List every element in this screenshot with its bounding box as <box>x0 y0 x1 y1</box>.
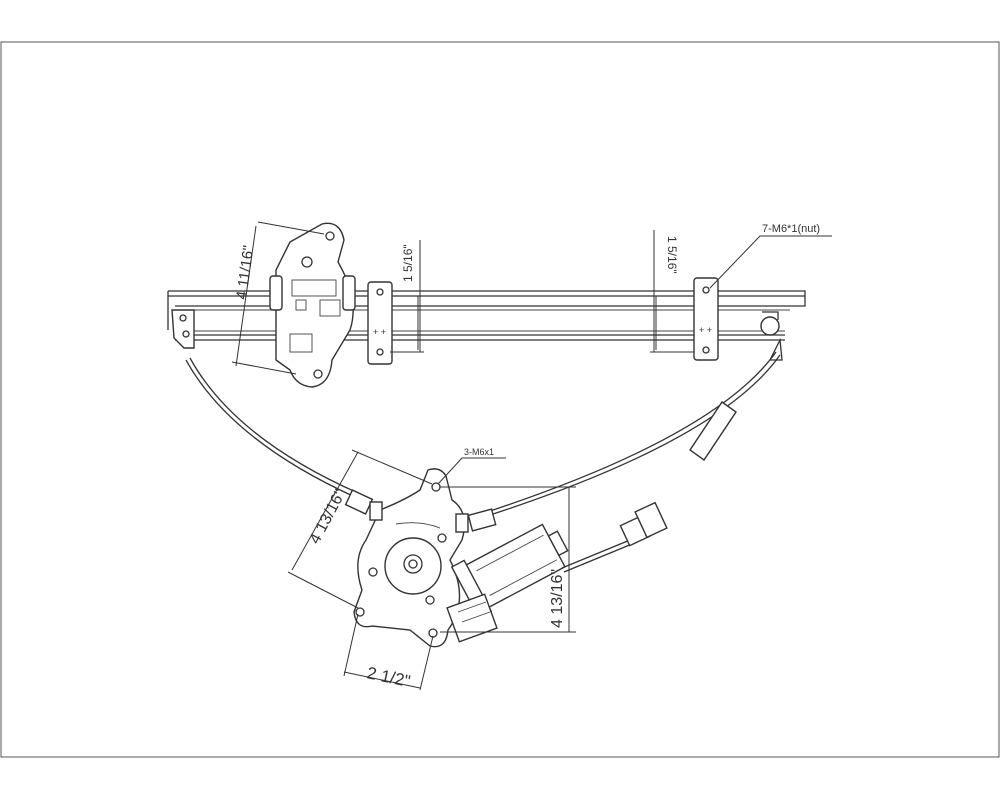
rail-clip-left: + + <box>367 281 393 365</box>
callout-motor-bolts: 3-M6x1 <box>437 447 506 485</box>
motor-gearbox <box>446 593 498 643</box>
rail-offset-right-label: 1 5/16" <box>665 236 679 274</box>
regulator-height-left-label: 4 13/16" <box>307 487 350 547</box>
regulator-width-label: 2 1/2" <box>365 663 412 691</box>
cable-drum <box>368 533 447 605</box>
cable-spring-left <box>344 489 383 521</box>
electrical-connector <box>561 501 668 573</box>
rail-nuts-callout: 7-M6*1(nut) <box>762 223 820 235</box>
motor-bolts-callout: 3-M6x1 <box>464 447 494 457</box>
right-pulley <box>760 311 783 361</box>
callout-rail-nuts: 7-M6*1(nut) <box>709 223 832 289</box>
dimension-rail-offset-left: 1 5/16" <box>390 240 424 353</box>
lifter-bracket <box>269 222 356 388</box>
cable-right <box>489 354 781 516</box>
cable-left <box>185 359 356 498</box>
left-pulley <box>171 309 195 349</box>
regulator-height-right-label: 4 13/16" <box>549 569 566 628</box>
svg-text:+ +: + + <box>373 327 386 337</box>
drawing-frame <box>0 41 1000 758</box>
rail-offset-left-label: 1 5/16" <box>401 244 415 282</box>
bracket-height-label: 4 11/16" <box>233 244 257 300</box>
cable-sleeve <box>689 401 737 461</box>
dimension-regulator-height-right: 4 13/16" <box>440 486 576 633</box>
svg-text:+ +: + + <box>699 325 712 335</box>
rail-clip-right: + + <box>693 277 719 361</box>
dimension-rail-offset-right: 1 5/16" <box>650 230 694 353</box>
cable-spring-right <box>455 508 497 533</box>
